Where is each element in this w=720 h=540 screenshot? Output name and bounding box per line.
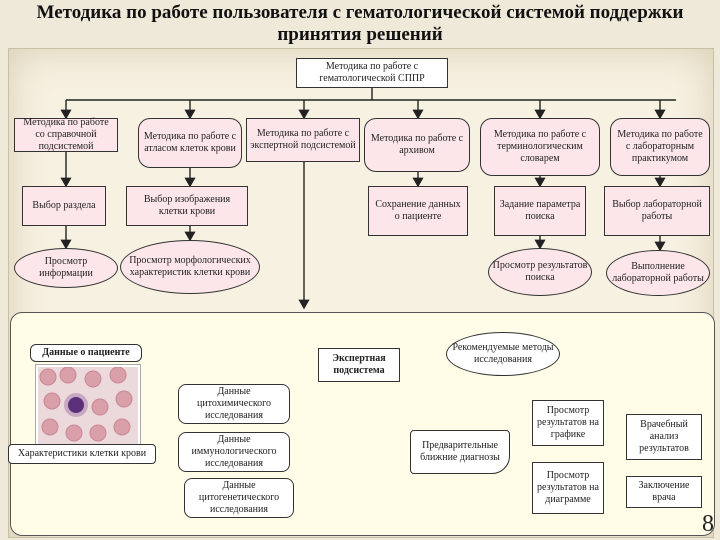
cytogen-box: Данные цитогенетического исследования [184, 478, 294, 518]
atlas-select-box: Выбор изображения клетки крови [126, 186, 248, 226]
patient-data-box: Данные о пациенте [30, 344, 142, 362]
doctor-conclusion-box: Заключение врача [626, 476, 702, 508]
ref-select-box: Выбор раздела [22, 186, 106, 226]
page-title: Методика по работе пользователя с гемато… [36, 2, 684, 45]
blood-cells-illustration [38, 367, 138, 445]
immuno-box: Данные иммунологического исследования [178, 432, 290, 472]
blood-cell-image [36, 365, 140, 447]
root-box: Методика по работе с гематологической СП… [296, 58, 448, 88]
ref-view-ellipse: Просмотр информации [14, 248, 118, 288]
expert-subsystem-box: Экспертная подсистема [318, 348, 400, 382]
method-dictionary-box: Методика по работе с терминологическим с… [480, 118, 600, 176]
method-reference-box: Методика по работе со справочной подсист… [14, 117, 118, 152]
method-atlas-box: Методика по работе с атласом клеток кров… [138, 118, 242, 168]
lab-do-ellipse: Выполнение лабораторной работы [606, 250, 710, 296]
archive-save-box: Сохранение данных о пациенте [368, 186, 468, 236]
lab-select-box: Выбор лабораторной работы [604, 186, 710, 236]
view-diagram-box: Просмотр результатов на диаграмме [532, 462, 604, 514]
view-chart-box: Просмотр результатов на графике [532, 400, 604, 446]
recommended-methods-ellipse: Рекомендуемые методы исследования [446, 332, 560, 376]
dict-param-box: Задание параметра поиска [494, 186, 586, 236]
atlas-view-ellipse: Просмотр морфологических характеристик к… [120, 240, 260, 294]
method-archive-box: Методика по работе с архивом [364, 118, 470, 172]
cytochem-box: Данные цитохимического исследования [178, 384, 290, 424]
dict-view-ellipse: Просмотр результатов поиска [488, 248, 592, 296]
prelim-diagnoses-box: Предварительные ближние диагнозы [410, 430, 510, 474]
page-number: 8 [702, 511, 714, 537]
method-expert-box: Методика по работе с экспертной подсисте… [246, 118, 360, 162]
method-lab-box: Методика по работе с лабораторным практи… [610, 118, 710, 176]
doctor-analysis-box: Врачебный анализ результатов [626, 414, 702, 460]
cell-characteristics-box: Характеристики клетки крови [8, 444, 156, 464]
patient-data-label: Данные о пациенте [42, 347, 130, 358]
